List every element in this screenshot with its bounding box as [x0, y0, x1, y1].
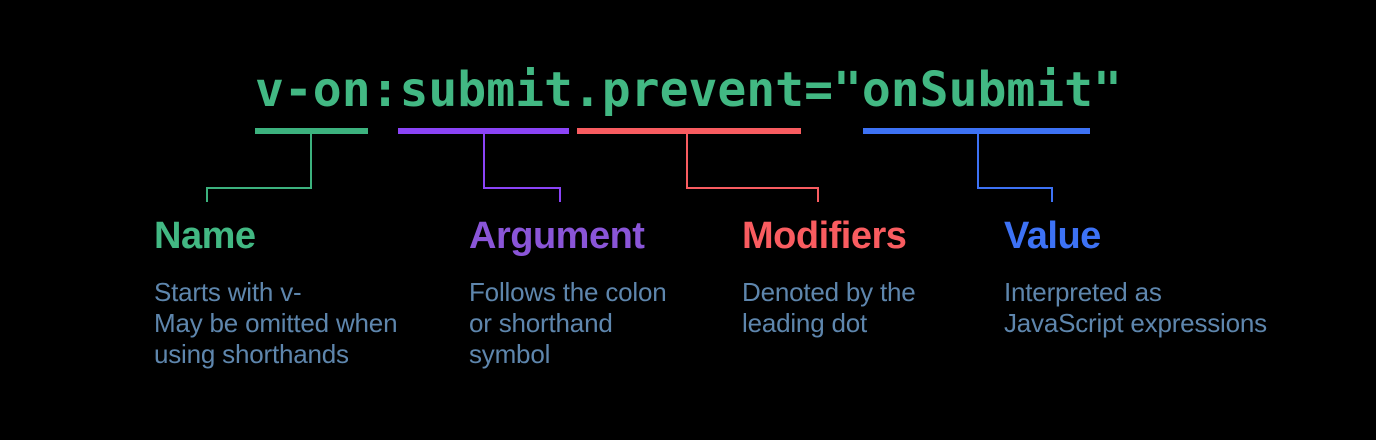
name-underline-bar — [255, 128, 368, 134]
modifiers-underline-bar — [577, 128, 801, 134]
modifiers-heading: Modifiers — [742, 215, 907, 257]
value-description: Interpreted as JavaScript expressions — [1004, 277, 1267, 338]
argument-description: Follows the colon or shorthand symbol — [469, 277, 667, 369]
value-connector-elbow — [977, 187, 1053, 189]
name-connector-tick — [206, 187, 208, 202]
name-connector-elbow — [206, 187, 312, 189]
name-description: Starts with v- May be omitted when using… — [154, 277, 398, 369]
name-heading: Name — [154, 215, 256, 257]
argument-heading: Argument — [469, 215, 645, 257]
modifiers-connector-stem — [686, 134, 688, 189]
argument-connector-stem — [483, 134, 485, 189]
value-heading: Value — [1004, 215, 1101, 257]
value-underline-bar — [863, 128, 1090, 134]
modifiers-connector-elbow — [686, 187, 819, 189]
code-snippet: v-on:submit.prevent="onSubmit" — [255, 62, 1122, 118]
argument-connector-tick — [559, 187, 561, 202]
argument-connector-elbow — [483, 187, 561, 189]
value-connector-tick — [1051, 187, 1053, 202]
value-connector-stem — [977, 134, 979, 189]
name-connector-stem — [310, 134, 312, 189]
modifiers-connector-tick — [817, 187, 819, 202]
argument-underline-bar — [398, 128, 569, 134]
modifiers-description: Denoted by the leading dot — [742, 277, 916, 338]
